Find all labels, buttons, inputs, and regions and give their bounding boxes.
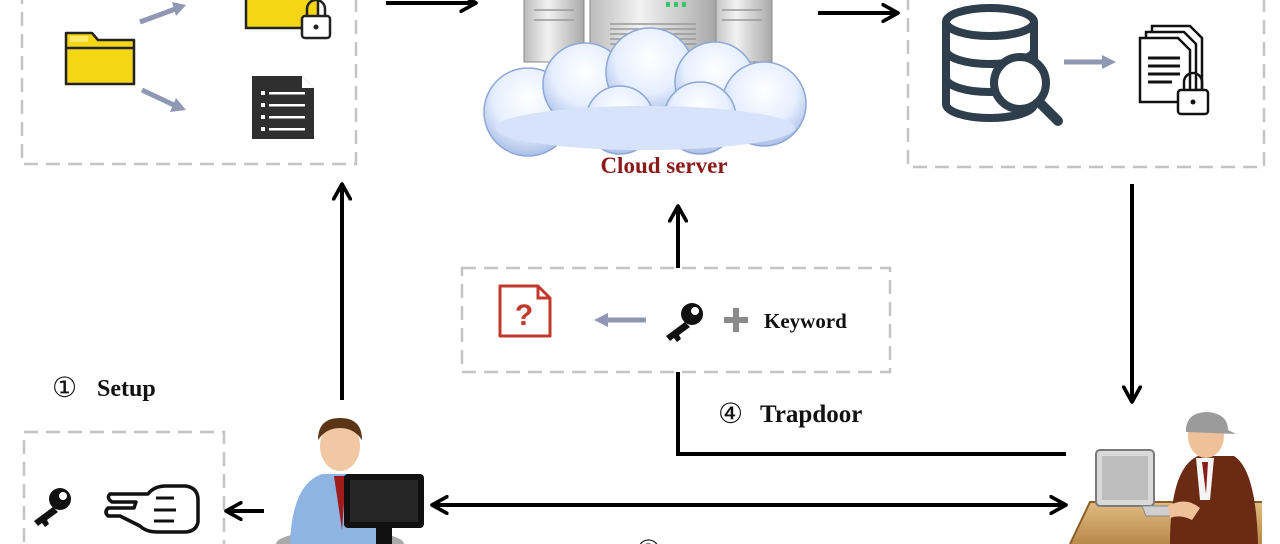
- svg-text:?: ?: [515, 299, 533, 332]
- small-arrow-right: [1064, 55, 1116, 69]
- key-icon: [666, 303, 703, 342]
- setup-step-label: ① Setup: [52, 371, 156, 404]
- question-document-icon: ?: [498, 284, 552, 338]
- data-owner-person-icon: [276, 418, 424, 544]
- trapdoor-connector: [676, 372, 1066, 456]
- setup-label: Setup: [97, 376, 156, 402]
- locked-documents-icon: [1138, 24, 1210, 116]
- document-list-icon: [252, 76, 314, 139]
- trapdoor-number: ④: [718, 397, 743, 430]
- data-user-person-icon: [1069, 412, 1262, 544]
- keyword-label: Keyword: [764, 309, 847, 333]
- top-right-box: [906, 0, 1266, 169]
- trapdoor-box: [460, 266, 892, 374]
- small-arrow-down: [140, 87, 186, 112]
- trapdoor-step-label: ④ Trapdoor: [718, 397, 862, 430]
- bottom-step-number: ②: [636, 534, 661, 544]
- plus-icon: [724, 308, 748, 332]
- setup-key-icon: [34, 488, 71, 527]
- pointing-hand-icon: [104, 484, 200, 534]
- folder-icon: [64, 31, 136, 86]
- database-search-icon: [942, 4, 1063, 126]
- cloud-server-label: Cloud server: [600, 153, 727, 178]
- top-left-box: [20, 0, 358, 166]
- setup-number: ①: [52, 371, 77, 404]
- small-arrow-up: [139, 2, 186, 25]
- locked-folder-icon: [244, 0, 332, 40]
- cloud-icon: [483, 27, 807, 157]
- trapdoor-label: Trapdoor: [760, 401, 862, 428]
- setup-box: [22, 430, 226, 544]
- small-arrow-left: [594, 313, 646, 327]
